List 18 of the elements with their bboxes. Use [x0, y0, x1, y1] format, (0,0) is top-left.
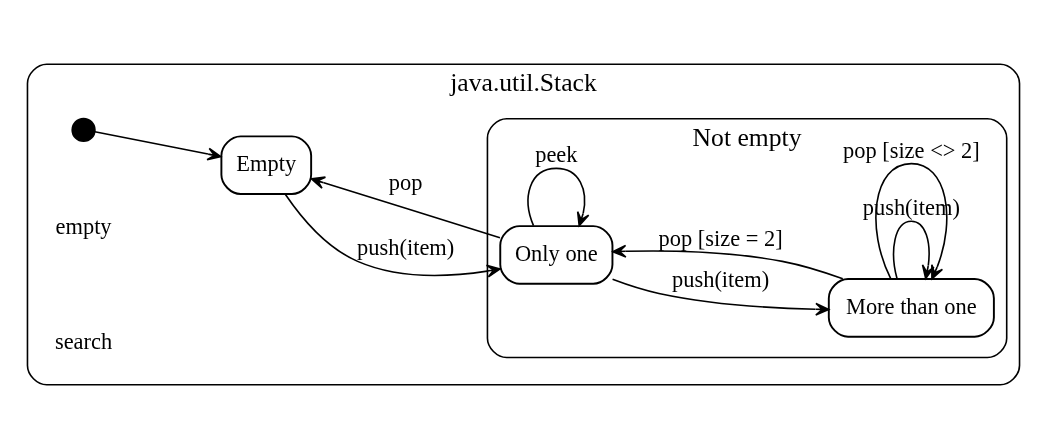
node-box: More than one [827, 277, 995, 338]
arrow [527, 167, 590, 226]
arrow [310, 175, 501, 239]
node-box: Empty [220, 134, 313, 195]
label: empty [55, 213, 112, 239]
label: search [54, 328, 113, 354]
edge-label: pop [388, 169, 423, 195]
edge-label: pop [size = 2] [658, 225, 783, 251]
edge-label: push(item) [357, 234, 455, 260]
node-circle [71, 117, 96, 142]
arrow [284, 193, 501, 278]
arrow [94, 130, 222, 161]
edge-label: push(item) [672, 266, 770, 292]
edge-label: peek [535, 141, 578, 167]
arrow [612, 244, 844, 280]
arrow [611, 277, 830, 316]
edge-label: pop [size <> 2] [842, 137, 980, 163]
node-box: Only one [499, 224, 614, 285]
